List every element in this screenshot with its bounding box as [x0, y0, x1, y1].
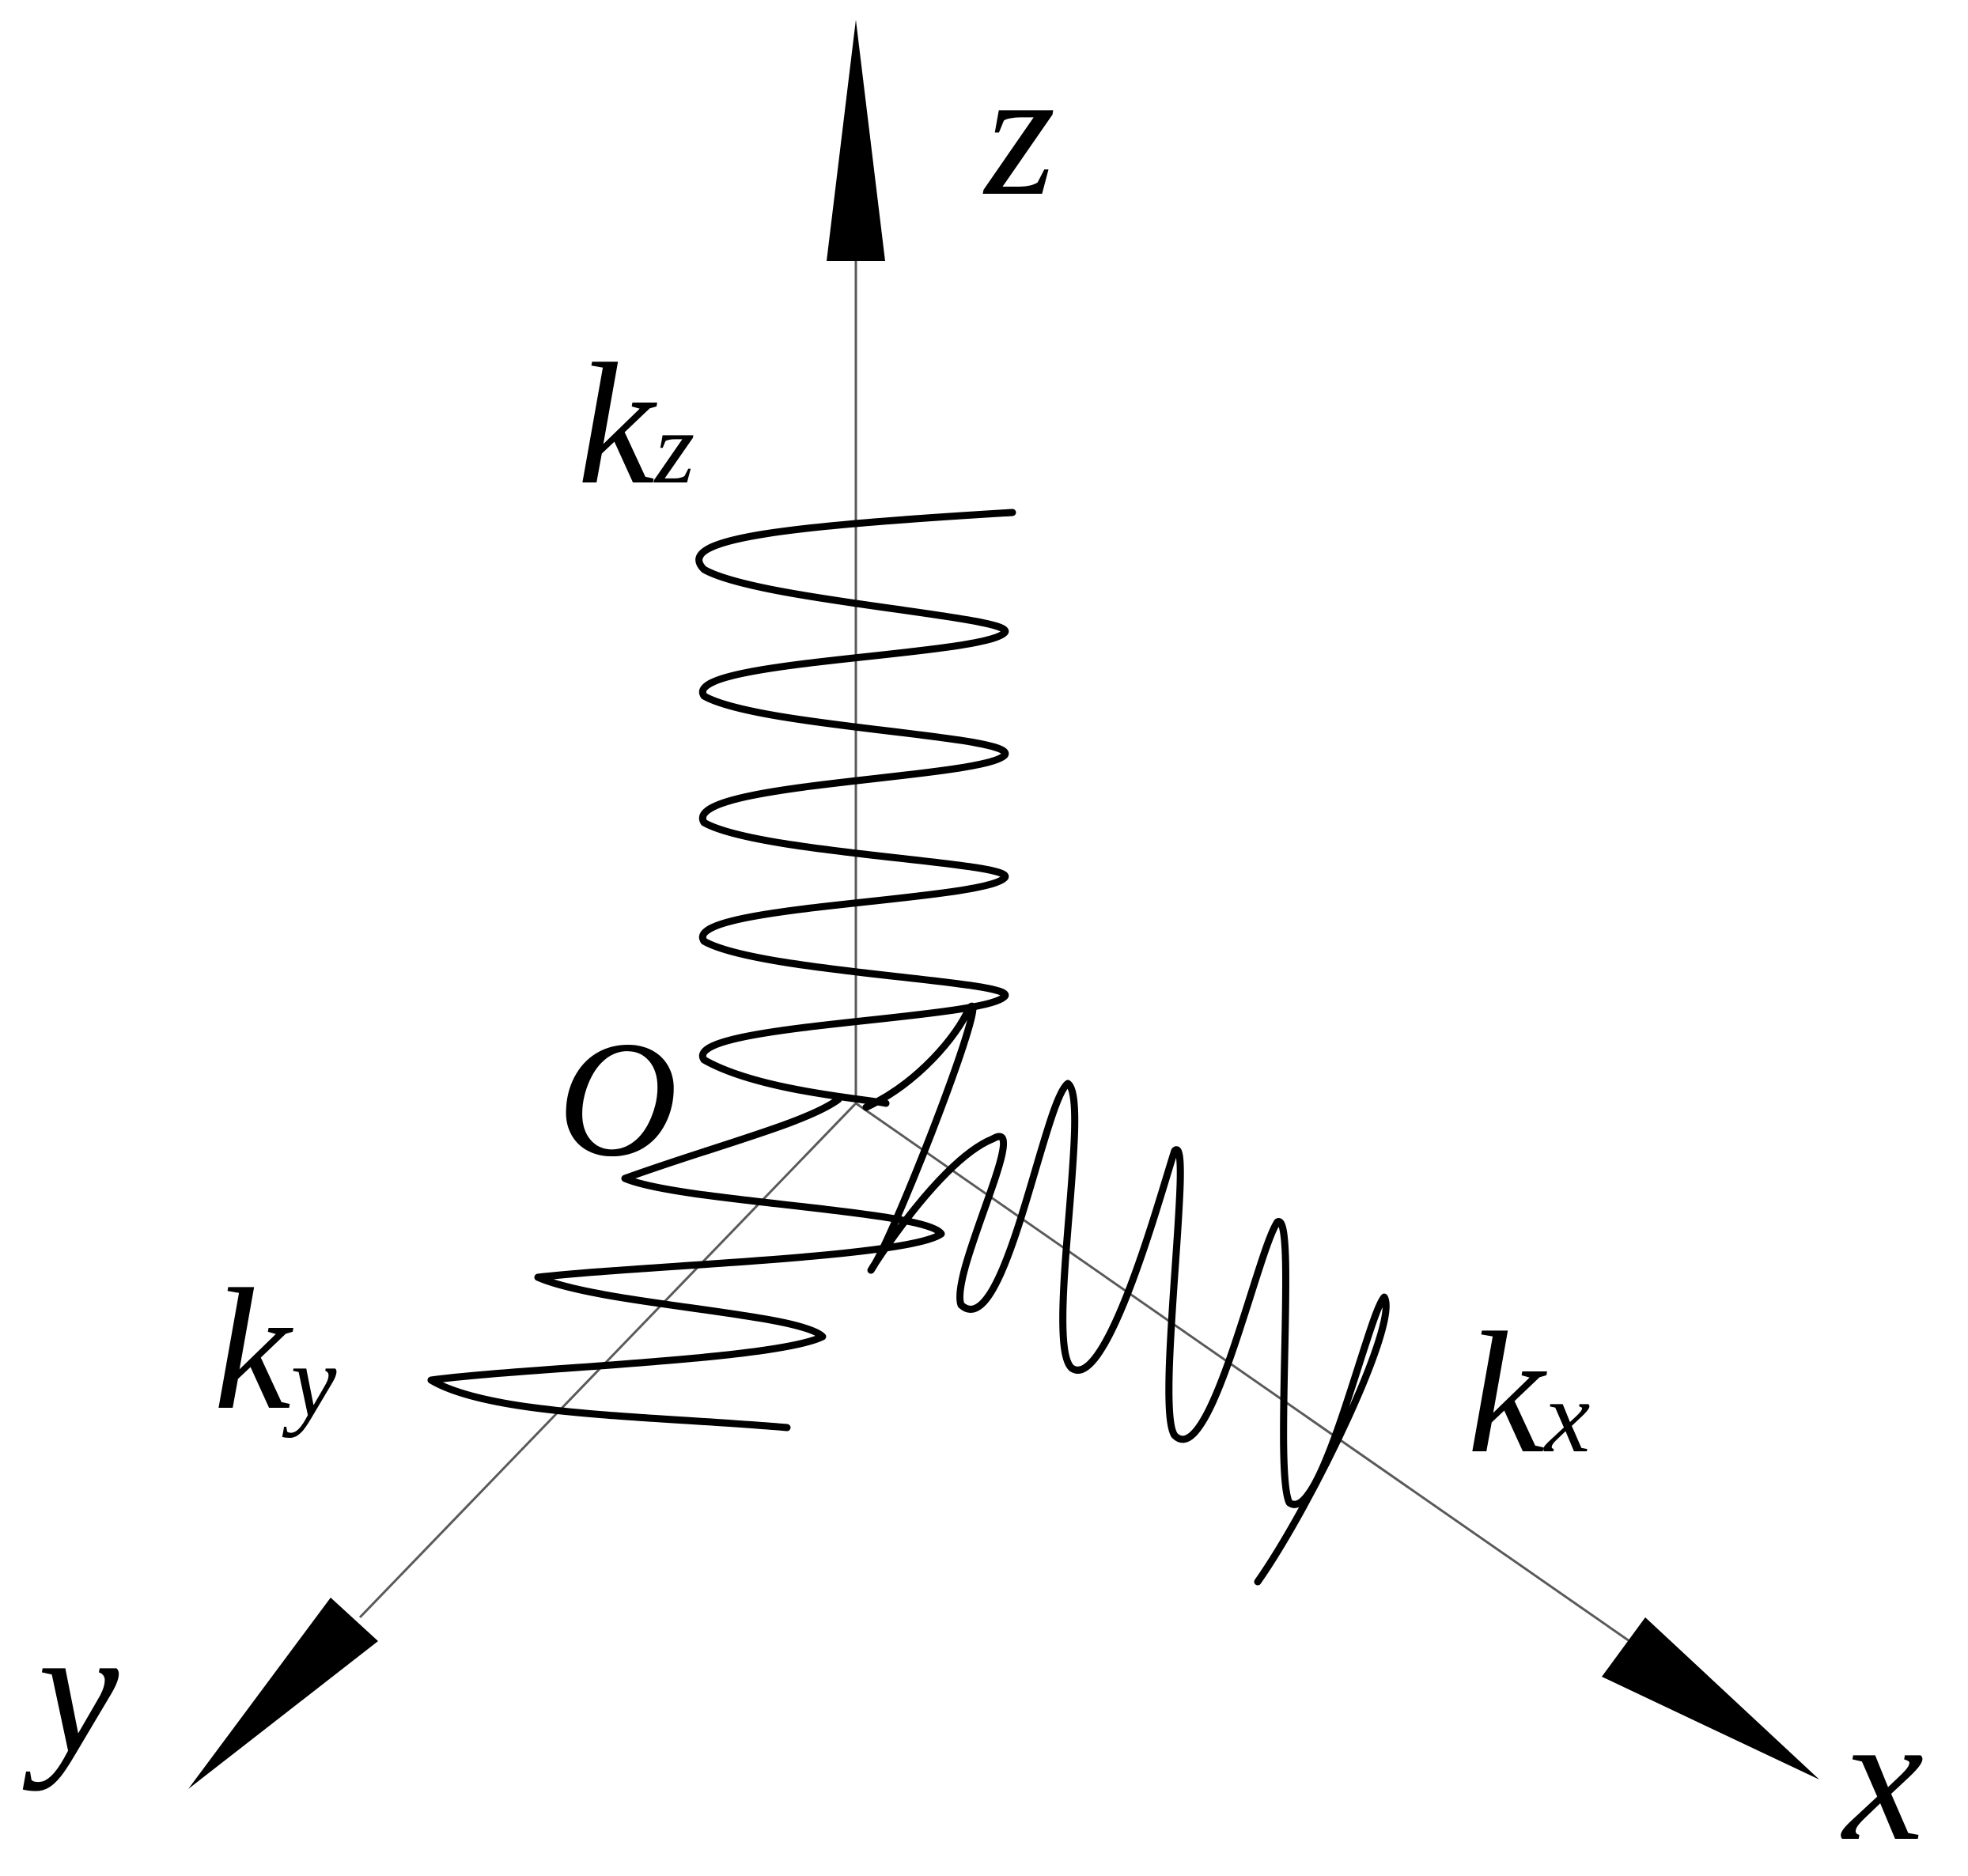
x-axis-label: x [1841, 1677, 1924, 1876]
ky-subscript: y [282, 1325, 337, 1439]
z-axis-arrowhead [827, 20, 885, 261]
kx-label: kx [1467, 1296, 1590, 1489]
kz-label: kz [577, 327, 694, 520]
y-axis-arrowhead [188, 1598, 378, 1789]
x-spring [862, 1002, 1390, 1586]
x-axis-line [855, 1102, 1630, 1643]
ky-label: ky [214, 1253, 337, 1446]
z-spring [695, 509, 1016, 1107]
origin-label: O [558, 1008, 678, 1191]
kz-subscript: z [653, 391, 695, 505]
kz-symbol: k [577, 327, 657, 520]
x-axis-arrowhead [1602, 1617, 1819, 1780]
y-spring [427, 1095, 945, 1432]
kx-symbol: k [1467, 1296, 1547, 1489]
z-axis-label: z [982, 32, 1056, 233]
y-axis-label: y [22, 1590, 119, 1791]
ky-symbol: k [214, 1253, 293, 1446]
y-axis-line [358, 1102, 857, 1619]
kx-subscript: x [1543, 1360, 1591, 1474]
